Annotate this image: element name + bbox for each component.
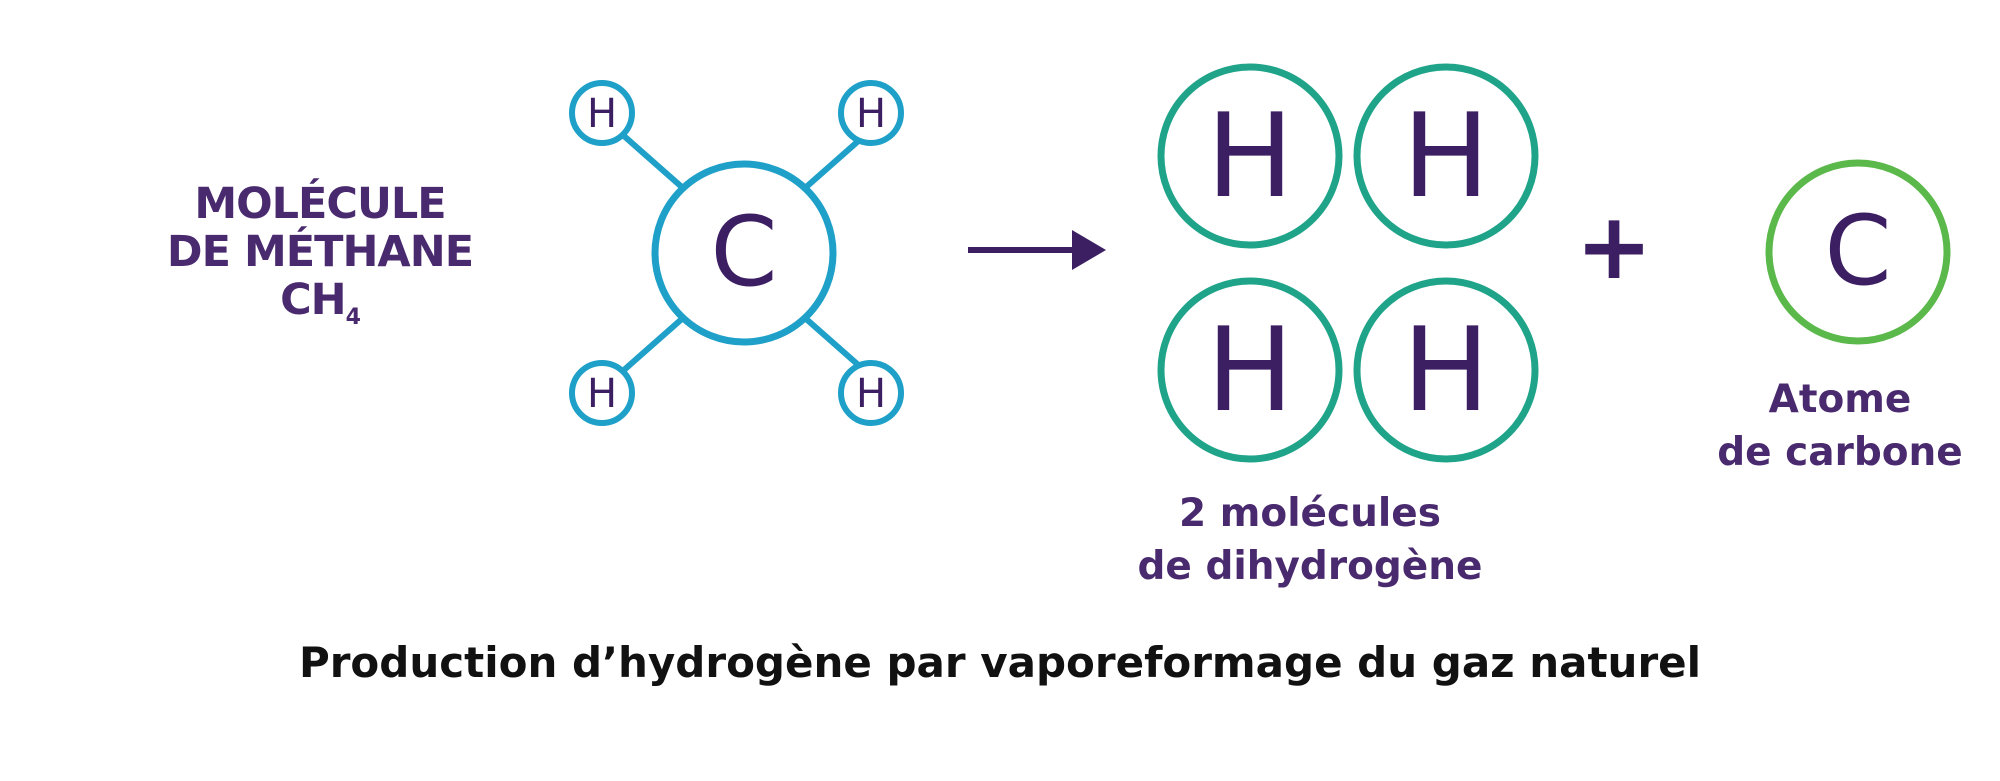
dihydrogen-h-symbol-1: H <box>1206 89 1293 224</box>
methane-carbon-circle <box>651 160 837 346</box>
methane-h-circle-top-left <box>569 80 635 146</box>
arrow-head <box>1072 230 1106 270</box>
dihydrogen-h-circle-2 <box>1353 63 1539 249</box>
reaction-arrow <box>968 230 1106 270</box>
methane-h-symbol-bottom-right: H <box>856 371 886 417</box>
dihydrogen-molecules: H H H H <box>1157 63 1539 463</box>
carbon-label-line1: Atome <box>1768 377 1912 422</box>
dihydrogen-h-circle-3 <box>1157 277 1343 463</box>
methane-label: MOLÉCULE DE MÉTHANE CH4 <box>120 180 520 342</box>
methane-h-circle-bottom-left <box>569 360 635 426</box>
dihydrogen-h-symbol-4: H <box>1402 303 1489 438</box>
methane-h-symbol-top-right: H <box>856 91 886 137</box>
figure-caption: Production d’hydrogène par vaporeformage… <box>298 638 1702 687</box>
dihydrogen-h-symbol-3: H <box>1206 303 1293 438</box>
dihydrogen-h-circle-1 <box>1157 63 1343 249</box>
carbon-atom-symbol: C <box>1824 195 1891 307</box>
dihydrogen-h-circle-4 <box>1353 277 1539 463</box>
carbon-label-line2: de carbone <box>1717 430 1963 475</box>
methane-formula: CH4 <box>120 276 520 342</box>
methane-formula-main: CH <box>280 275 347 325</box>
carbon-atom: C <box>1765 159 1951 345</box>
methane-h-symbol-top-left: H <box>587 91 617 137</box>
carbon-label: Atome de carbone <box>1690 373 1990 479</box>
methane-h-circle-bottom-right <box>838 360 904 426</box>
dihydrogen-label-line2: de dihydrogène <box>1137 544 1483 589</box>
methane-molecule: C H H H H <box>569 80 904 426</box>
methane-label-line1: MOLÉCULE <box>194 179 446 229</box>
plus-sign: + <box>1575 193 1652 300</box>
dihydrogen-label: 2 molécules de dihydrogène <box>1090 487 1530 593</box>
dihydrogen-label-line1: 2 molécules <box>1179 491 1441 536</box>
methane-label-line2: DE MÉTHANE <box>166 227 474 277</box>
methane-formula-subscript: 4 <box>345 305 361 330</box>
methane-carbon-symbol: C <box>710 196 777 308</box>
methane-h-circle-top-right <box>838 80 904 146</box>
carbon-atom-circle <box>1765 159 1951 345</box>
methane-h-symbol-bottom-left: H <box>587 371 617 417</box>
dihydrogen-h-symbol-2: H <box>1402 89 1489 224</box>
